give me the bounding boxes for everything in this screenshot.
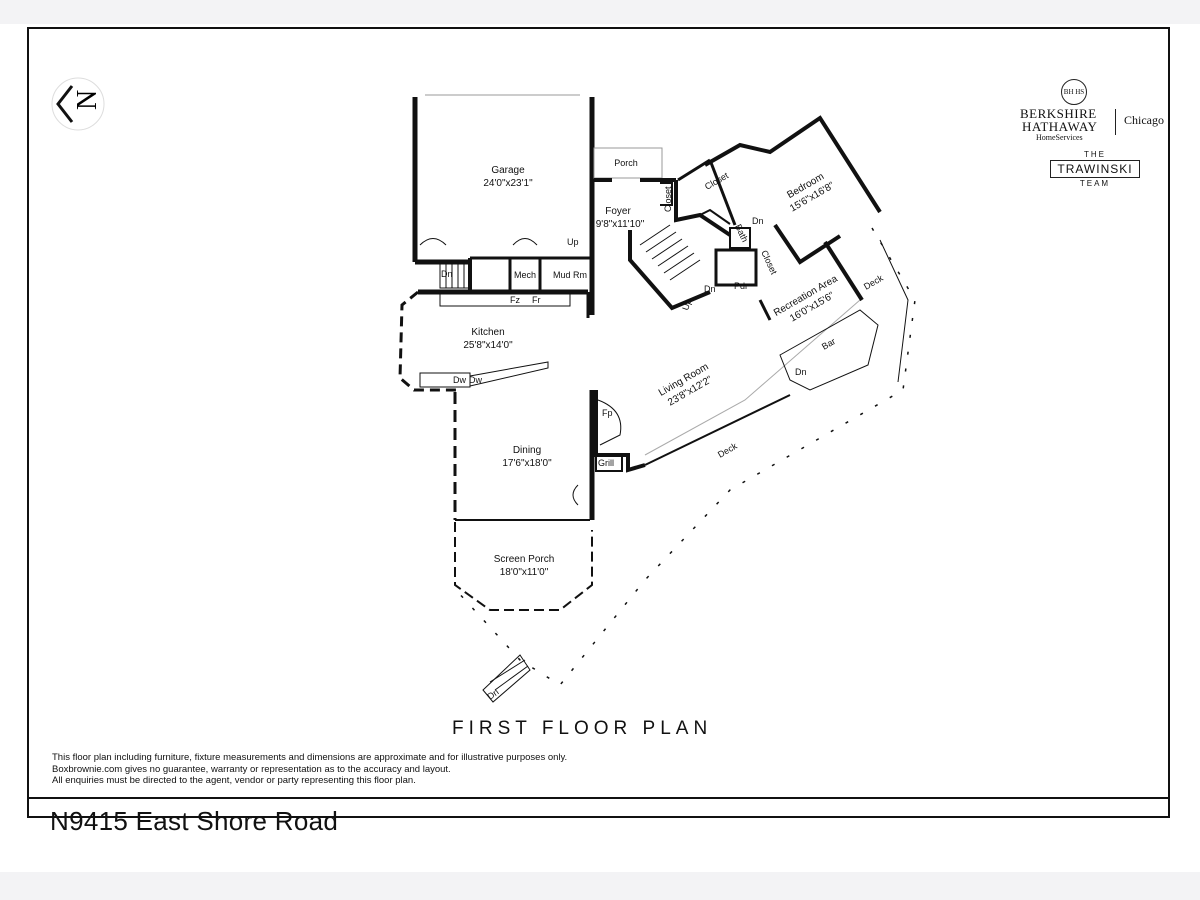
disclaimer-line: This floor plan including furniture, fix… [52,752,568,763]
dn-label-stairs: Dn [704,284,716,294]
svg-text:Screen Porch: Screen Porch [494,554,555,565]
svg-text:Dining: Dining [513,445,541,456]
floor-plan-drawing: N [51,77,916,703]
svg-text:17'6"x18'0": 17'6"x18'0" [502,458,552,469]
garage-stairs [439,263,471,289]
recreation-walls [758,240,879,391]
fireplace-label: Fp [602,408,613,418]
room-label-bedroom: Bedroom 15'6"x16'8" [785,171,836,214]
brand-line1: BERKSHIRE [1020,106,1097,121]
garage-walls [412,94,595,315]
svg-text:18'0"x11'0": 18'0"x11'0" [500,567,549,578]
dining-walls [453,390,595,611]
dn-label-bedroom: Dn [752,216,764,226]
room-label-dining: Dining 17'6"x18'0" [502,445,552,469]
team-word: TEAM [1079,179,1111,188]
svg-text:Foyer: Foyer [605,206,631,217]
mech-label: Mech [514,270,536,280]
deck-label-side: Deck [862,273,885,292]
svg-text:Garage: Garage [491,165,525,176]
mud-room-label: Mud Rm [553,270,587,280]
brand-city: Chicago [1124,113,1164,127]
svg-text:Kitchen: Kitchen [471,327,504,338]
brand-line2: HATHAWAY [1022,119,1098,134]
room-label-foyer: Foyer 9'8"x11'10" [596,206,645,230]
seal-icon: BH HS [1061,79,1087,105]
north-arrow-icon: N [51,77,105,131]
deck-outline [455,227,916,703]
bath-label: Bath [733,223,750,244]
brand-sub: HomeServices [1036,133,1083,142]
foyer-stairs [639,224,701,281]
brand-divider [1115,109,1116,135]
room-label-living: Living Room 23'8"x12'2" [657,361,715,408]
up-label-stairs: Up [680,297,693,311]
fridge-label: Fr [532,295,541,305]
trawinski-team-logo: THE TRAWINSKI TEAM [1050,150,1140,188]
team-the: THE [1084,150,1106,159]
powder-room-label: Pdr [734,281,748,291]
dn-label-deck: Dn [485,687,500,702]
plan-sheet [0,24,1200,872]
closet-label-3: Closet [759,249,779,277]
svg-text:24'0"x23'1": 24'0"x23'1" [483,178,533,189]
dn-label-bar: Dn [795,367,807,377]
disclaimer-line: Boxbrownie.com gives no guarantee, warra… [52,763,451,775]
team-name: TRAWINSKI [1050,160,1140,178]
dn-label-garage: Dn [441,269,453,279]
room-label-kitchen: Kitchen 25'8"x14'0" [463,327,513,351]
up-label-garage: Up [567,237,579,247]
kitchen-walls [398,289,590,392]
grill-label: Grill [598,458,614,468]
fireplace-grill [594,390,646,473]
plan-title: FIRST FLOOR PLAN [452,718,713,739]
foyer-walls [593,147,758,311]
footer-divider [27,797,1170,799]
disclaimer-line: All enquiries must be directed to the ag… [52,775,416,786]
bar-label: Bar [820,336,837,352]
room-label-screen-porch: Screen Porch 18'0"x11'0" [494,554,555,578]
dishwasher-label-2: Dw [469,375,482,385]
svg-text:25'8"x14'0": 25'8"x14'0" [463,340,513,351]
disclaimer: This floor plan including furniture, fix… [52,752,567,787]
deck-label-main: Deck [716,441,739,460]
closet-label: Closet [703,170,731,192]
berkshire-hathaway-logo: BH HS BERKSHIRE HATHAWAY HomeServices Ch… [1012,76,1172,186]
freezer-label: Fz [510,295,520,305]
room-label-garage: Garage 24'0"x23'1" [483,165,533,189]
property-address: N9415 East Shore Road [50,806,339,836]
closet-label-2: Closet [663,186,673,212]
living-room-walls [644,299,861,466]
svg-text:9'8"x11'10": 9'8"x11'10" [596,219,645,230]
compass-letter: N [72,90,103,110]
sheet-frame [27,27,1170,818]
dishwasher-label-1: Dw [453,375,466,385]
porch-label: Porch [614,158,638,168]
